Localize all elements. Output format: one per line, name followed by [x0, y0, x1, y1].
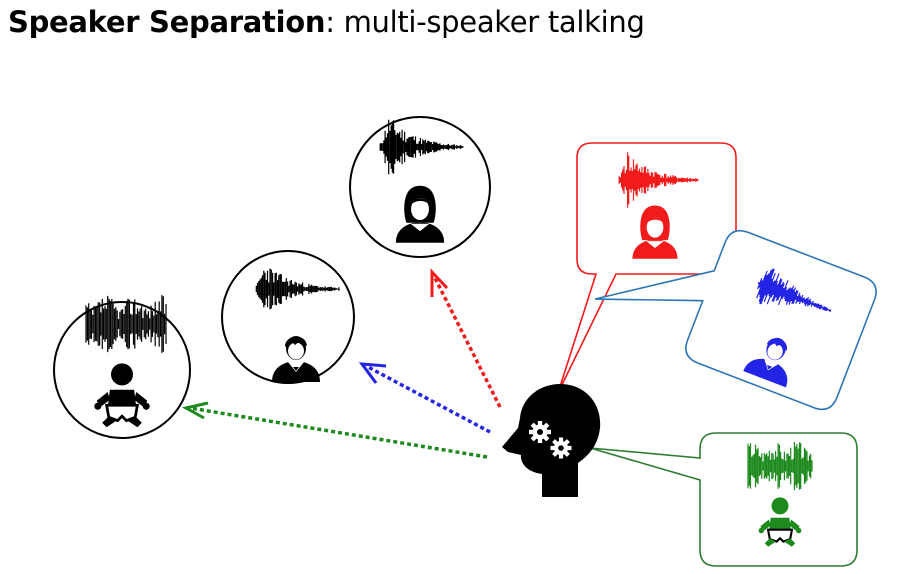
speech-bubble-red [557, 142, 737, 394]
speech-bubble-blue [594, 229, 877, 411]
head-with-gears-icon [502, 383, 601, 497]
waveform-icon [255, 268, 340, 310]
arrow-red [430, 268, 502, 408]
speech-bubble-green [589, 432, 858, 567]
waveform-icon [747, 441, 813, 491]
arrow-blue [358, 362, 491, 434]
waveform-icon [618, 152, 699, 208]
title-rest: : multi-speaker talking [325, 5, 645, 39]
waveform-icon [379, 119, 464, 175]
waveform-icon [85, 295, 167, 353]
arrow-green [181, 401, 488, 459]
page-title: Speaker Separation: multi-speaker talkin… [8, 2, 645, 42]
circle-man [221, 250, 355, 384]
title-bold: Speaker Separation [8, 5, 326, 39]
